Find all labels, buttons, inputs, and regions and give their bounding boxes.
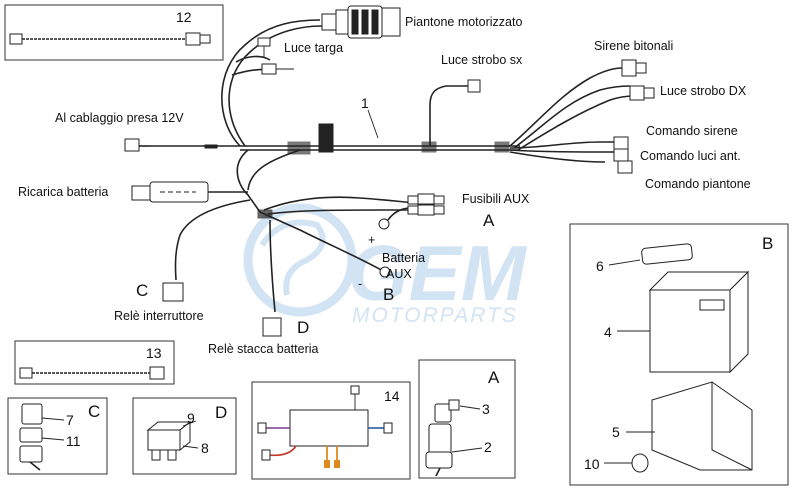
connector-ricarica [131,181,248,203]
label-luce-strobo-dx: Luce strobo DX [660,84,747,98]
label-luce-strobo-sx: Luce strobo sx [441,53,523,67]
label-plus: + [368,233,375,247]
fuse-aux [407,193,445,216]
letter-d-box: D [215,403,227,422]
letter-b-harness: B [383,285,394,304]
part-number-7: 7 [66,412,74,428]
watermark-logo: GEM MOTORPARTS [243,203,528,327]
label-sirene-bitonali: Sirene bitonali [594,39,673,53]
part-number-10: 10 [584,456,600,472]
part-number-12: 12 [176,9,192,25]
part-number-9: 9 [187,410,195,426]
box-c: C 7 11 [7,397,108,475]
label-minus: - [358,277,362,291]
label-fusibili-aux: Fusibili AUX [462,192,530,206]
letter-a-harness: A [483,211,495,230]
part-number-6: 6 [596,258,604,274]
label-al-cablaggio: Al cablaggio presa 12V [55,111,184,125]
connector-piantone [321,5,401,39]
part-number-8: 8 [201,440,209,456]
letter-c-box: C [88,402,100,421]
box-part-14: 14 [251,381,411,480]
letter-d-harness: D [297,318,309,337]
part-number-2: 2 [484,439,492,455]
letter-a-box: A [488,368,500,387]
box-a-detail: A 3 2 [418,359,516,479]
label-rele-interruttore: Relè interruttore [114,309,204,323]
box-part-13: 13 [14,340,175,385]
part-number-3: 3 [482,401,490,417]
letter-b-box: B [762,234,773,253]
label-rele-stacca: Relè stacca batteria [208,342,319,356]
watermark-brand: GEM [348,229,528,317]
part-number-11: 11 [66,433,81,449]
main-harness [124,5,655,337]
box-part-12: 12 [4,4,224,61]
part-number-1: 1 [361,95,369,111]
label-piantone-motorizzato: Piantone motorizzato [405,15,522,29]
box-b-battery: B 6 4 5 10 [569,223,789,486]
watermark-tagline: MOTORPARTS [352,304,518,327]
part-number-4: 4 [604,324,612,340]
leader-1 [367,109,379,139]
box-d: D 9 8 [132,397,237,475]
label-comando-piantone: Comando piantone [645,177,751,191]
label-comando-sirene: Comando sirene [646,124,738,138]
part-number-13: 13 [146,345,162,361]
label-batteria: Batteria [382,251,425,265]
label-aux: AUX [386,267,412,281]
part-number-5: 5 [612,424,620,440]
label-ricarica-batteria: Ricarica batteria [18,185,108,199]
label-comando-luci: Comando luci ant. [640,149,741,163]
label-luce-targa: Luce targa [284,41,343,55]
letter-c-harness: C [136,281,148,300]
part-number-14: 14 [384,388,400,404]
